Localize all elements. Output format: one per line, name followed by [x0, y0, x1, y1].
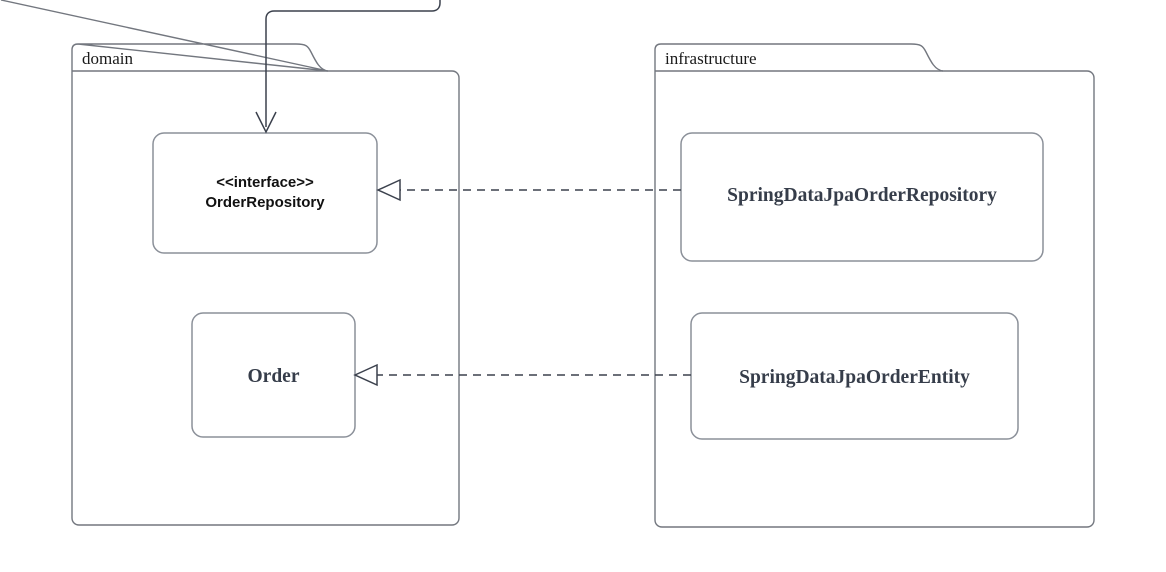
connection-incoming-dependency-line	[265, 0, 441, 127]
package-infrastructure-label: infrastructure	[665, 49, 757, 68]
class-order-repository-name: OrderRepository	[205, 194, 325, 211]
class-order-repository-stereotype: <<interface>>	[216, 174, 314, 191]
class-spring-data-jpa-order-repository-name: SpringDataJpaOrderRepository	[727, 185, 997, 206]
connection-incoming-dependency-arrowhead	[255, 111, 277, 134]
class-spring-data-jpa-order-entity-name: SpringDataJpaOrderEntity	[739, 367, 970, 388]
package-domain[interactable]: domain	[0, 0, 460, 526]
class-spring-data-jpa-order-entity-box	[690, 312, 1019, 440]
connection-realization-entity-arrowhead	[353, 363, 378, 387]
package-domain-outline	[0, 0, 460, 526]
class-spring-data-jpa-order-entity[interactable]: SpringDataJpaOrderEntity	[690, 312, 1019, 440]
class-spring-data-jpa-order-repository[interactable]: SpringDataJpaOrderRepository	[680, 132, 1044, 262]
class-spring-data-jpa-order-repository-box	[680, 132, 1044, 262]
class-order-name: Order	[248, 366, 300, 387]
package-infrastructure-outline	[654, 43, 1095, 528]
connection-realization-repository[interactable]	[376, 178, 681, 202]
class-order-repository-box	[152, 132, 378, 254]
connection-realization-repository-arrowhead	[376, 178, 401, 202]
package-domain-label: domain	[82, 49, 133, 68]
package-infrastructure[interactable]: infrastructure	[654, 43, 1095, 528]
connection-realization-entity[interactable]	[353, 363, 691, 387]
connection-incoming-dependency[interactable]	[255, 0, 441, 134]
class-order-repository[interactable]: <<interface>> OrderRepository	[152, 132, 378, 254]
class-order[interactable]: Order	[191, 312, 356, 438]
